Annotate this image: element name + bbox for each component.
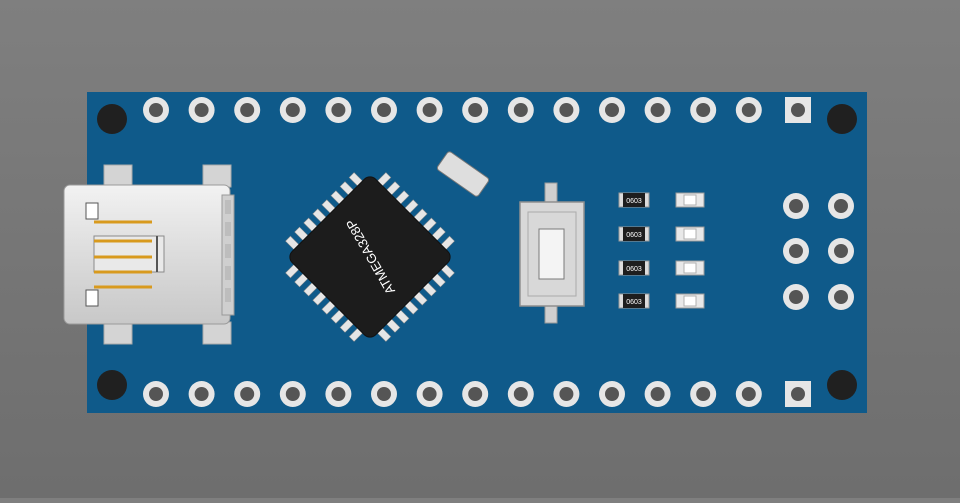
header-pins-top [143,97,811,123]
mounting-hole [827,370,857,400]
icsp-pin [783,193,809,219]
header-pin [143,381,169,407]
header-pin [690,381,717,407]
resistor: 0603 [618,260,650,276]
resistor: 0603 [618,293,650,309]
mounting-hole [97,370,127,400]
icsp-pin [828,238,854,264]
header-pin [735,381,762,407]
icsp-pin [783,238,809,264]
led [675,260,705,276]
qfp-chip-icon: ATMEGA328P [289,176,451,338]
mounting-holes [97,104,857,400]
header-pin [462,381,489,407]
header-pin [599,97,625,123]
mounting-hole [827,104,857,134]
led [675,293,705,309]
header-pin-square [785,381,811,407]
icsp-header [783,193,854,310]
mounting-hole [97,104,127,134]
resistor-column: 0603 0603 0603 0603 [618,192,650,309]
header-pin [234,97,261,123]
resistor: 0603 [618,226,650,242]
header-pin [188,381,215,407]
header-pin [553,97,580,123]
led [675,226,705,242]
header-pin-square [785,97,811,123]
header-pin [279,381,306,407]
header-pin [325,97,352,123]
tactile-reset-button-icon [519,182,585,324]
header-pin [644,97,671,123]
header-pins-bottom [143,381,811,407]
header-pin [416,381,443,407]
header-pin [234,381,261,407]
crystal-component [436,151,490,197]
header-pin [371,97,397,123]
header-pin [690,97,717,123]
header-pin [143,97,169,123]
header-pin [325,381,352,407]
icsp-pin [828,193,854,219]
header-pin [371,381,397,407]
header-pin [507,381,534,407]
mini-usb-connector-icon [63,164,235,345]
header-pin [507,97,534,123]
header-pin [553,381,580,407]
resistor: 0603 [618,192,650,208]
led [675,192,705,208]
resistor-label: 0603 [626,266,642,273]
header-pin [462,97,489,123]
header-pin [735,97,762,123]
header-pin [279,97,306,123]
resistor-label: 0603 [626,198,642,205]
header-pin [644,381,671,407]
header-pin [599,381,625,407]
resistor-label: 0603 [626,232,642,239]
icsp-pin [828,284,854,310]
header-pin [188,97,215,123]
resistor-label: 0603 [626,299,642,306]
header-pin [416,97,443,123]
led-column [675,192,705,309]
icsp-pin [783,284,809,310]
